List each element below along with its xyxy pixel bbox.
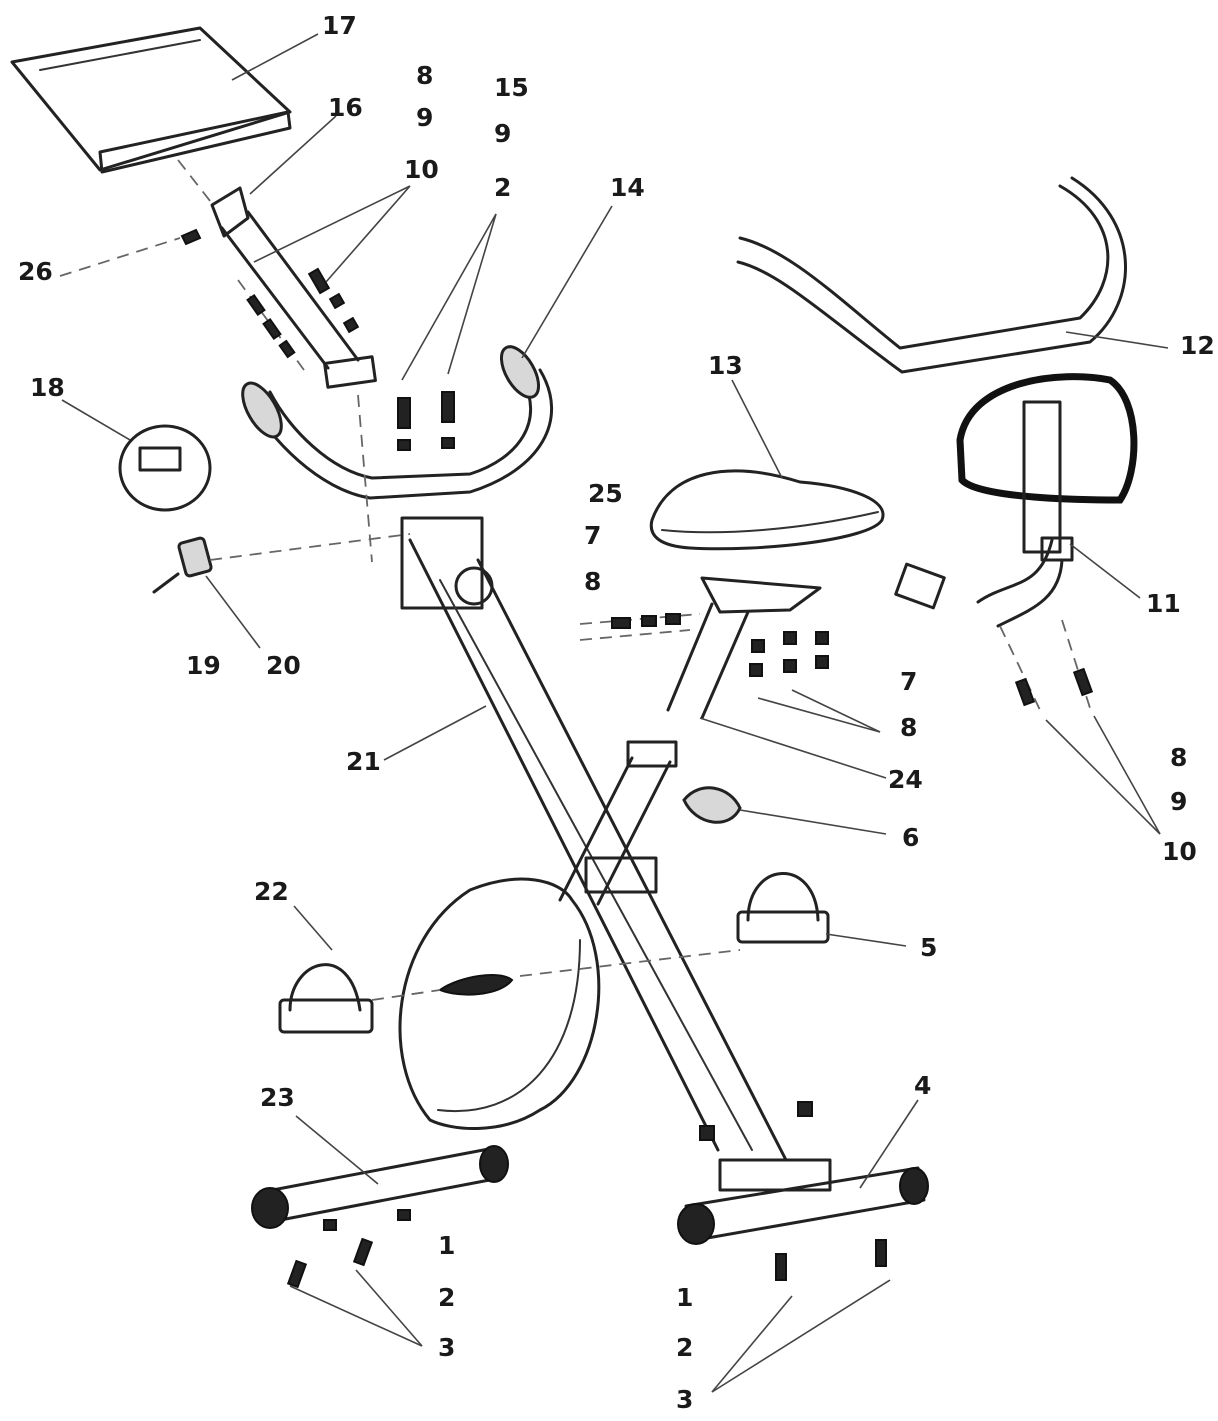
label-12: 12 bbox=[1180, 331, 1215, 360]
label-8-right: 8 bbox=[1170, 743, 1187, 772]
label-8-top: 8 bbox=[416, 61, 433, 90]
part-19-screw bbox=[152, 572, 180, 594]
label-24: 24 bbox=[888, 765, 923, 794]
label-25: 25 bbox=[588, 479, 623, 508]
label-18: 18 bbox=[30, 373, 65, 402]
part-18-console bbox=[118, 424, 212, 512]
part-16-handlebar-post bbox=[177, 159, 377, 389]
label-3-left: 3 bbox=[438, 1333, 455, 1362]
label-19: 19 bbox=[186, 651, 221, 680]
part-5-pedal-right bbox=[736, 872, 830, 944]
label-14: 14 bbox=[610, 173, 645, 202]
label-7-b: 7 bbox=[900, 667, 917, 696]
label-10-right: 10 bbox=[1162, 837, 1197, 866]
fasteners-handlebar-bolts bbox=[397, 391, 455, 451]
rear-frame-tube bbox=[558, 740, 678, 906]
part-13-seat bbox=[649, 469, 885, 551]
label-8-seat: 8 bbox=[900, 713, 917, 742]
part-14-handlebar bbox=[241, 345, 553, 563]
label-9-top-a: 9 bbox=[416, 103, 433, 132]
label-9-top-b: 9 bbox=[494, 119, 511, 148]
part-22-pedal-left bbox=[278, 963, 374, 1034]
label-13: 13 bbox=[708, 351, 743, 380]
label-11: 11 bbox=[1146, 589, 1181, 618]
label-23: 23 bbox=[260, 1083, 295, 1112]
label-8-mid: 8 bbox=[584, 567, 601, 596]
label-20: 20 bbox=[266, 651, 301, 680]
fasteners-seat-post bbox=[749, 631, 829, 677]
part-26-bolt bbox=[59, 228, 202, 277]
part-6-adjustment-knob bbox=[682, 786, 742, 824]
fasteners-stem-left bbox=[237, 279, 305, 371]
label-15: 15 bbox=[494, 73, 529, 102]
part-23-front-stabilizer bbox=[251, 1145, 509, 1289]
part-11-backrest bbox=[894, 373, 1138, 711]
label-26: 26 bbox=[18, 257, 53, 286]
leader-lines bbox=[61, 33, 1169, 1393]
label-22: 22 bbox=[254, 877, 289, 906]
flywheel-cover bbox=[371, 877, 741, 1131]
label-2-right: 2 bbox=[676, 1333, 693, 1362]
label-4: 4 bbox=[914, 1071, 931, 1100]
label-2-left: 2 bbox=[438, 1283, 455, 1312]
label-5: 5 bbox=[920, 933, 937, 962]
label-7-a: 7 bbox=[584, 521, 601, 550]
label-6: 6 bbox=[902, 823, 919, 852]
label-16: 16 bbox=[328, 93, 363, 122]
part-17-tablet-holder bbox=[10, 26, 292, 174]
label-3-right: 3 bbox=[676, 1385, 693, 1414]
part-12-handlebar bbox=[736, 176, 1127, 374]
label-1-right: 1 bbox=[676, 1283, 693, 1312]
label-10-top: 10 bbox=[404, 155, 439, 184]
part-20-sensor-bracket bbox=[177, 533, 411, 578]
label-21: 21 bbox=[346, 747, 381, 776]
label-1-left: 1 bbox=[438, 1231, 455, 1260]
label-9-right: 9 bbox=[1170, 787, 1187, 816]
label-2-top: 2 bbox=[494, 173, 511, 202]
part-4-rear-stabilizer bbox=[677, 1101, 929, 1281]
label-17: 17 bbox=[322, 11, 357, 40]
part-24-seat-post bbox=[579, 576, 822, 720]
fasteners-stem-right bbox=[307, 267, 360, 334]
